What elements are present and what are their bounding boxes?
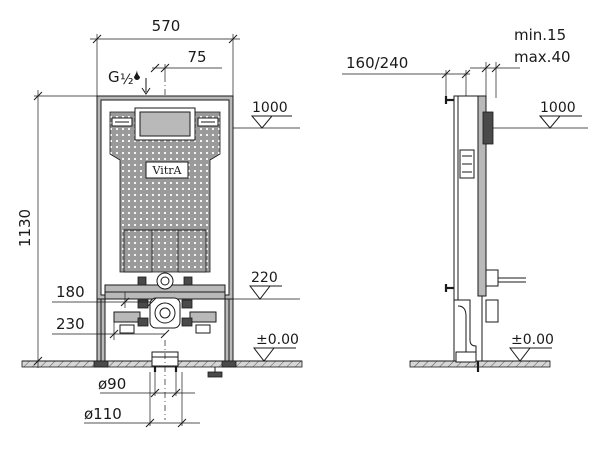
- pipe-110-label: ø110: [84, 405, 122, 423]
- water-drop-icon: [134, 70, 140, 80]
- dim-180: 180: [52, 283, 157, 308]
- dim-offset: 75: [150, 48, 222, 76]
- flush-plate-opening: [111, 107, 219, 141]
- dim-230: 230: [52, 315, 170, 340]
- water-supply: G ½: [108, 68, 151, 95]
- supply-label-g: G: [108, 68, 120, 86]
- dim-height: 1130: [16, 90, 97, 368]
- side-frame: [444, 95, 526, 372]
- dim-pipe-110: ø110: [84, 372, 200, 428]
- level-220-label: 220: [251, 270, 278, 286]
- vitra-logo: VitrA: [145, 161, 189, 179]
- front-view: VitrA: [16, 17, 303, 428]
- dim-230-label: 230: [56, 315, 85, 333]
- dim-180-label: 180: [56, 283, 85, 301]
- floor-level-front-label: ±0.00: [256, 332, 299, 348]
- offset-label: 75: [187, 48, 206, 66]
- level-1000-side-label: 1000: [540, 100, 576, 116]
- level-1000-front: 1000: [233, 100, 300, 129]
- level-1000-side: 1000: [493, 100, 588, 129]
- floor-level-side: ±0.00: [508, 332, 554, 362]
- wall-max-label: max.40: [514, 48, 571, 66]
- level-1000-front-label: 1000: [252, 100, 288, 116]
- dim-width: 570: [90, 17, 240, 96]
- supply-label-fraction: ½: [120, 72, 134, 88]
- logo-text: VitrA: [152, 164, 183, 177]
- level-220: 220: [180, 270, 300, 300]
- drain-elbow-front: [137, 297, 193, 329]
- floor-level-side-label: ±0.00: [511, 332, 554, 348]
- wall-min-label: min.15: [514, 26, 566, 44]
- pipe-90-label: ø90: [98, 375, 126, 393]
- width-label: 570: [152, 17, 181, 35]
- dim-depth: 160/240: [342, 54, 471, 98]
- side-view: 160/240 min.15 max.40 1000 ±0.00: [342, 26, 588, 372]
- dim-wall-thickness: min.15 max.40: [470, 26, 571, 98]
- depth-label: 160/240: [346, 54, 408, 72]
- dim-pipe-90: ø90: [98, 372, 195, 398]
- floor-ground-side: [409, 360, 551, 368]
- floor-level-front: ±0.00: [252, 332, 299, 362]
- height-label: 1130: [16, 209, 34, 247]
